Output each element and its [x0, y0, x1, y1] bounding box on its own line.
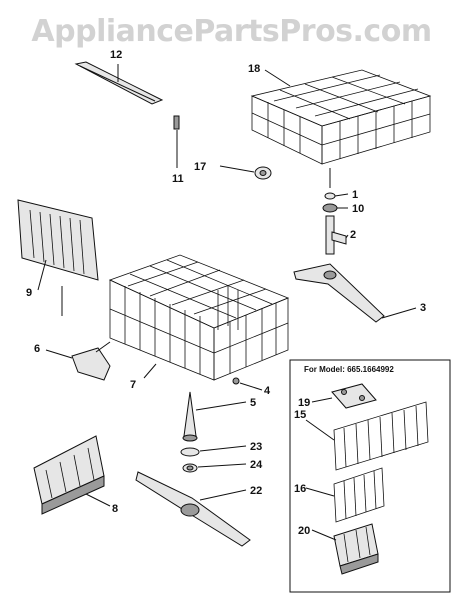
- callout-11: 11: [172, 173, 184, 185]
- callout-4: 4: [264, 385, 271, 397]
- model-inset-box: [289, 359, 451, 593]
- filter-basket-part: [33, 435, 111, 515]
- callout-9: 9: [26, 287, 32, 299]
- callout-7: 7: [130, 379, 136, 391]
- stud-part: [232, 377, 263, 391]
- clip-part: [173, 115, 180, 168]
- callout-19: 19: [298, 397, 310, 409]
- small-tine-row-part: [305, 467, 385, 523]
- callout-2: 2: [350, 229, 356, 241]
- spray-tower-part: [182, 391, 247, 442]
- upper-spray-assembly: [293, 168, 417, 323]
- lower-rack-part: [108, 254, 290, 381]
- callout-23: 23: [250, 441, 262, 453]
- latch-part: [45, 341, 111, 381]
- upper-rack-part: [250, 69, 432, 165]
- lower-spray-arm-part: [135, 471, 251, 547]
- callout-5: 5: [250, 397, 256, 409]
- callout-10: 10: [352, 203, 364, 215]
- small-basket-part: [311, 523, 379, 575]
- inset-title: For Model: 665.1664992: [304, 365, 394, 374]
- callout-15: 15: [294, 409, 306, 421]
- callout-12: 12: [110, 49, 122, 61]
- shelf-panel-part: [17, 199, 99, 316]
- callout-18: 18: [248, 63, 260, 75]
- callout-20: 20: [298, 525, 310, 537]
- wheel-part: [219, 165, 272, 180]
- rail-part: [74, 61, 164, 105]
- callout-17: 17: [194, 161, 206, 173]
- top-bar-part: [311, 383, 377, 409]
- washer-parts: [180, 445, 247, 473]
- callout-16: 16: [294, 483, 306, 495]
- callout-24: 24: [250, 459, 263, 471]
- tine-row-part: [305, 401, 429, 471]
- callout-22: 22: [250, 485, 262, 497]
- callout-1: 1: [352, 189, 358, 201]
- callout-8: 8: [112, 503, 118, 515]
- callout-6: 6: [34, 343, 40, 355]
- callout-3: 3: [420, 302, 426, 314]
- watermark: AppliancePartsPros.com: [31, 14, 432, 49]
